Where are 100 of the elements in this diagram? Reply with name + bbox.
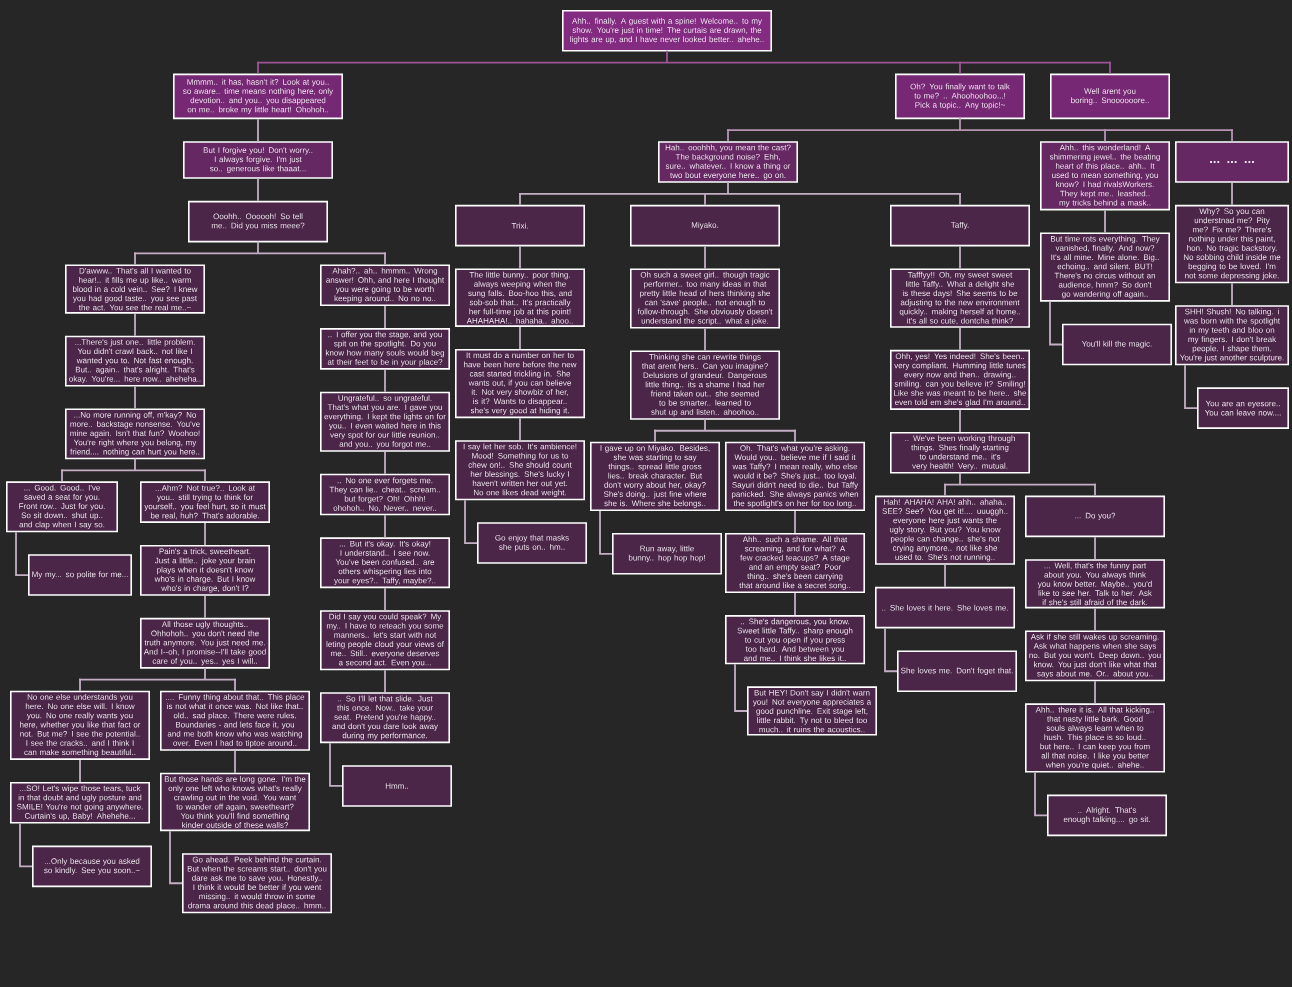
connector-line [257,60,259,75]
connector-line [959,326,961,351]
connector-line [257,50,1111,64]
connector-line [944,482,946,497]
dialogue-box: ... But it's okay. It's okay! I understand.. I see now. You've been confused.. are others whispering lies into your eyes?.. Taffy, maybe?.. [320,537,450,589]
dialogue-box: Go ahead. Peek behind the curtain. But when the screams start.. don't you dare ask me to save you. Honestly.. I think it would be better if you went missing.. it would throw in some drama around this dead place.. hmm.. [182,853,332,914]
dialogue-box: My my... so polite for me... [28,554,132,596]
connector-line [257,118,259,143]
connector-line [654,428,656,443]
connector-line [134,385,136,410]
dialogue-box: .. She's dangerous, you know. Sweet little Taffy.. sharp enough to cut you open if you press too hard. And between you and me.. I think she likes it.. [725,615,865,665]
dialogue-box: I gave up on Miyako. Besides, she was starting to say things.. spread little gross lies.. break character. But don't worry about her, okay? She's doing.. just fine where she is. Where she belongs.. [590,441,720,511]
dialogue-box: Trixi. [455,204,585,247]
connector-line [1231,128,1233,143]
dialogue-box: Ohh, yes! Yes indeed! She's been.. very compliant. Humming little tunes every now and then.. drawing.. smiling. can you believe it? Smiling! Like she was meant to be here.. she even told em she's glad I'm around.. [890,349,1030,410]
connector-line [234,677,236,692]
dialogue-box: Ahh.. finally. A guest with a spine! Welcome.. to my show. You're just in time! The curtais are drawn, the lights are up, and I have never looked better.. ahehe.. [562,10,772,52]
connector-line [519,245,521,270]
connector-line [794,592,796,616]
dialogue-box: .. We've been working through things. Shes finally starting to understand me.. it's very health! Very.. mutual. [890,431,1030,474]
dialogue-box: .. No one ever forgets me. They can lie.. cheat.. scream.. but forget? Oh! Ohhh! ohohoh.. No, Never.. never.. [320,473,450,516]
connector-line [1231,282,1233,307]
connector-line [959,60,961,75]
dialogue-box: Well arent you boring.. Snoooooore.. [1050,73,1170,120]
connector-line [1049,300,1063,346]
connector-line [959,192,961,206]
dialogue-box: Oh. That's what you're asking. Would you.. believe me if I said it was Taffy? I mean really, who else would it be? She's just.. too loyal. Sayuri didn't need to die.. but Taffy panicked. She always panics when the spotlight's on her for too long.. [725,441,865,511]
connector-line [1231,181,1233,206]
connector-line [384,514,386,539]
dialogue-box: D'awww.. That's all I wanted to hear!.. it fills me up like.. warm blood in a cold vein.. See? I knew you had good taste.. you see past the act. You see the real me..~ [65,264,205,314]
dialogue-box: ... Good. Good.. I've saved a seat for you. Front row.. Just for you. So sit down.. shut up.. and clap when I say so. [6,481,118,533]
connector-line [204,522,206,546]
dialogue-box: You'll kill the magic. [1062,323,1172,366]
connector-line [944,563,946,588]
connector-line [79,667,236,681]
connector-line [599,510,613,555]
dialogue-box: But those hands are long gone. I'm the only one left who knows what's really crawling out in the void. You want to wander off again, sweetheart? You think you'll find something kinder outside of these walls? [160,772,310,832]
connector-line [384,305,386,329]
dialogue-box: Go enjoy that masks she puts on.. hm.. [477,522,587,564]
dialogue-box: Why? So you can understnad me? Pity me? Fix me? There's nothing under this paint, hon. No tragic backstory. No sobbing child inside me begging to be loved. I'm not some depressing joke. [1175,204,1289,284]
connector-line [1094,680,1096,705]
dialogue-box: Ahh.. this wonderland! A shimmering jewel.. the beating heart of this place.. ahh.. It used to mean something, you know? I had rivalsWorkers. They kept me.. leashed.. my tricks behind a mask.. [1040,141,1170,211]
connector-line [944,472,1096,486]
dialogue-box: Hmm.. [342,765,452,807]
dialogue-box: Ahh.. there it is. All that kicking.. that nasty little bark. Good souls always learn when to hush. This place is so loud.. but here.. I can keep you from all that noise. I like you better when you're quiet.. ahehe.. [1025,703,1165,773]
connector-line [1109,60,1111,75]
dialogue-box: Did I say you could speak? My my.. I have to reteach you some manners.. let's start with not leting people cloud your views of me.. Still.. everyone deserves a second act. Even you... [320,610,450,671]
connector-line [329,742,343,787]
connector-line [1104,209,1106,234]
dialogue-box: Run away, little bunny.. hop hop hop! [612,533,722,575]
connector-line [1184,364,1198,409]
dialogue-box: She loves me. Don't foget that. [897,650,1017,693]
dialogue-box: But I forgive you! Don't worry.. I always forgive. I'm just so.. generous like thaaat... [183,141,333,179]
connector-line [134,312,136,337]
dialogue-box: All those ugly thoughts.. Ohhohoh.. you don't need the truth anymore. You just need me. And I--oh, I promise--I'll take good care of you.. yes.. yes I will.. [140,617,270,669]
dialogue-box: It must do a number on her to have been here before the new cast started trickling in. She wants out, if you can believe it. Not very showbiz of her, is it? Wants to disappear.. she's very good at hiding it. [455,348,585,419]
connector-line [15,531,29,576]
dialogue-box: ... ... ... [1175,141,1289,183]
dialogue-box: .. Alright. That's enough talking.... go sit. [1047,794,1167,837]
dialogue-box: .. I offer you the stage, and you spit on the spotlight. Do you know how many souls would beg at their feet to be in your place? [320,328,450,370]
connector-line [134,251,136,266]
connector-line [727,118,1233,132]
dialogue-box: Tafffyy!! Oh, my sweet sweet little Taffy.. What a delight she is these days! She seems to be adjusting to the new environment quickly.. making herself at home.. it's all so cute, dontcha think? [890,268,1030,328]
connector-line [519,192,521,206]
dialogue-box: Hah! AHAHA! AHA! ahh.. ahaha.. SEE? See? You get it!.... uuuggh.. everyone here just wants the ugly story. But you? You know people can change.. she's not crying anymore.. not like she used to. She's not running.. [875,495,1015,565]
dialogue-box: I say let her sob. It's ambience! Mood! Something for us to chew on!.. She should count her blessings. She's lucky I haven't written her out yet. No one likes dead weight. [455,440,585,501]
dialogue-box: .. So I'll let that slide. Just this once. Now.. take your seat. Pretend you're happy.. and don't you dare look away during my performance. [320,692,450,744]
dialogue-box: .... Funny thing about that.. This place is not what it once was. Not like that.. old.. sad place. There were rules. Boundaries - and lets face it, you and me both know who was watching over. Even I had to tiptoe around.. [160,690,310,751]
dialogue-box: SHH! Shush! No talking. i was born with the spotlight in my teeth and bloo on my fingers. I don't break people. I shape them. You're just another sculpture. [1175,305,1289,366]
connector-line [704,327,706,352]
dialogue-box: ...There's just one.. little problem. You didn't crawl back.. not like I wanted you to. Not fast enough. But.. again.. that's alright. That's okay. You're... here now.. aheheha.. [65,335,205,387]
connector-line [384,669,386,694]
dialogue-box: No one else understands you here. No one else will. I know you. No one really wants you here, whether you like that fact or not. But me? I see the potential.. I see the cracks.. and I think I can make something beautiful.. [10,690,150,760]
dialogue-box: ...SO! Let's wipe those tears, tuck in that doubt and ugly posture and SMILE! You're not going anywhere. Curtain's up, Baby! Ahehehe... [10,781,150,824]
connector-line [704,245,706,270]
connector-line [384,450,386,475]
dialogue-box: The little bunny.. poor thing. always weeping when the sung falls. Boo-hoo this, and sob-sob that.. It's practically her full-time job at this point! AHAHAHA!.. hahaha.. ahoo.. [455,268,585,327]
connector-line [61,468,63,483]
dialogue-box: ...No more running off, m'kay? No more.. backstage nonsense. You've mine again. Isn't that fun? Woohoo! You're right where you belong, my friend.... nothing can hurt you here.. [65,408,205,460]
connector-line [79,759,81,783]
dialogue-box: Oh? You finally want to talk to me? .. Ahoohoohoo...! Pick a topic.. Any topic!~ [895,73,1025,120]
connector-line [204,468,206,483]
connector-line [79,677,81,692]
dialogue-box: Oh such a sweet girl.. though tragic performer.. too many ideas in that pretty little head of hers thinking she can 'save' people.. not enough to follow-through. She obviously doesn't understand the script.. what a joke. [630,268,780,329]
connector-line [794,428,796,443]
connector-line [1094,536,1096,561]
connector-line [727,128,729,143]
connector-line [959,409,961,433]
dialogue-box: Mmmm.. it has, hasn't it? Look at you.. so aware.. time means nothing here, only devotion.. and you.. you disappeared on me.. broke my little heart! Ohohoh.. [173,73,343,120]
connector-line [1104,128,1106,143]
dialogue-box: But time rots everything. They vanished, finally. And now? It's all mine. Mine alone. Big.. echoing.. and silent. BUT! There's no circus without an audience, hmm? So don't go wandering off again.. [1040,232,1170,302]
dialogue-box: You are an eyesore.. You can leave now.... [1197,387,1289,429]
connector-line [959,245,961,270]
dialogue-box: Miyako. [630,204,780,247]
connector-line [204,594,206,619]
dialogue-box: ... Well, that's the funny part about you. You always think you know better. Maybe.. you'd like to see her. Talk to her. Ask if she's still afraid of the dark. [1025,559,1165,609]
connector-line [61,458,206,472]
dialogue-box: But HEY! Don't say I didn't warn you! Not everyone appreciates a good punchline. Exit stage left, little rabbit. Ty not to bleed too much.. it ruins the acoustics.. [747,686,877,736]
connector-line [1034,771,1048,817]
connector-line [519,326,521,350]
